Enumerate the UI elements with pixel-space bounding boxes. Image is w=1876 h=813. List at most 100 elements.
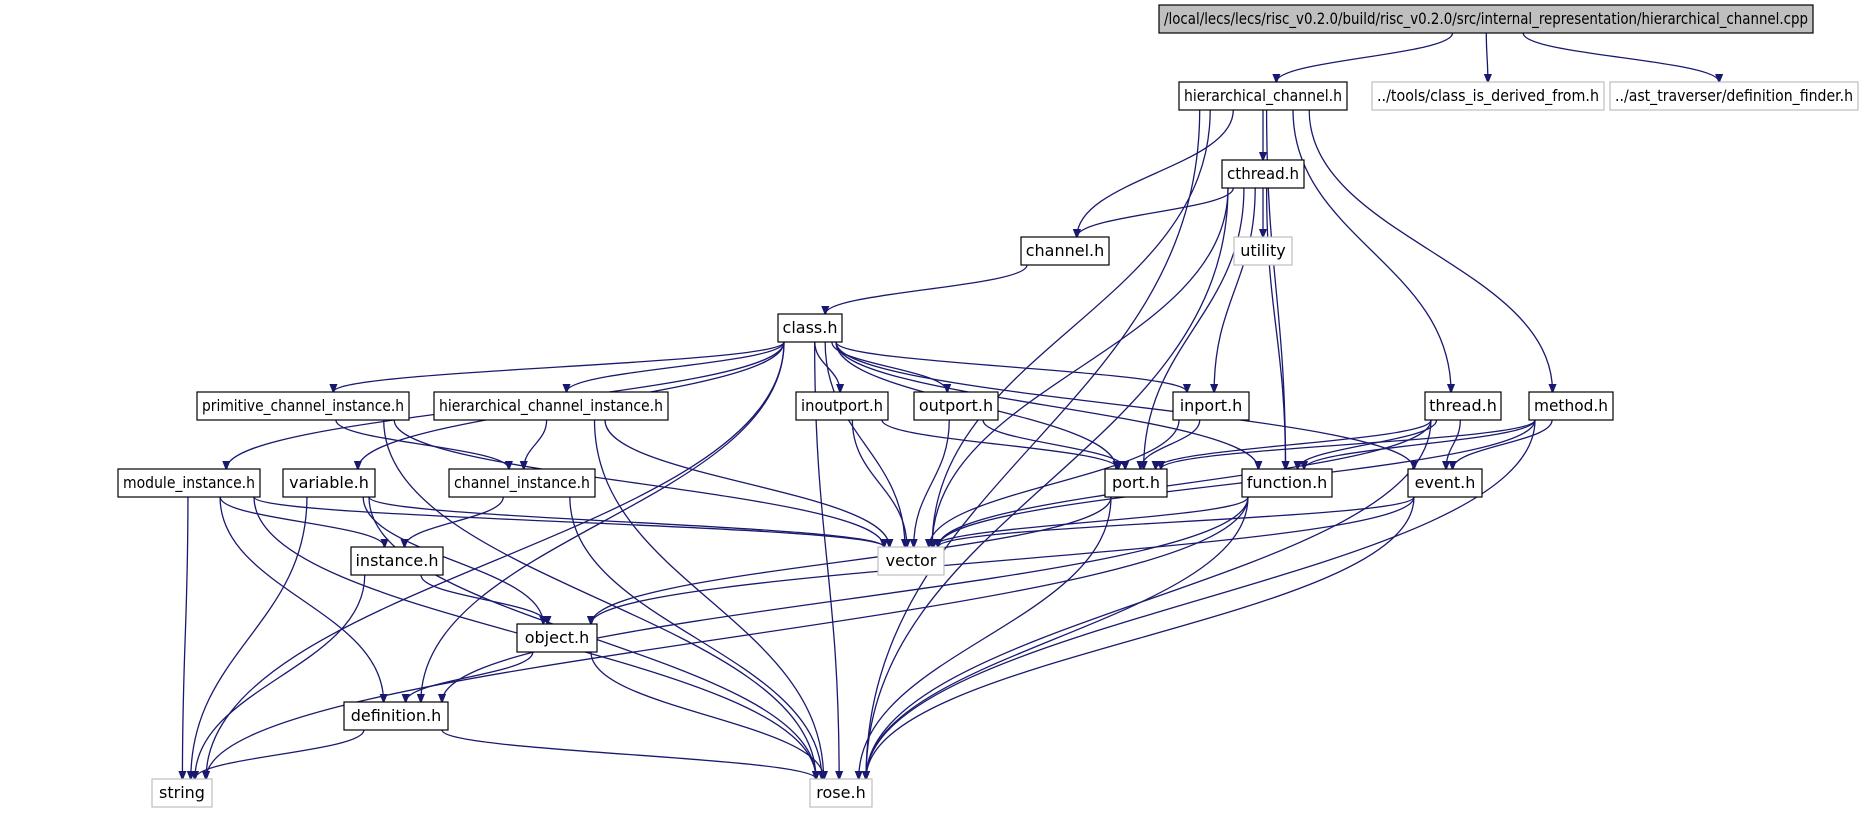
edge-port-h-to-object-h	[591, 496, 1112, 624]
edge-root-to-class-is-derived-from-h	[1486, 32, 1488, 82]
node-inport-h[interactable]: inport.h	[1172, 391, 1250, 421]
node-label: /local/lecs/lecs/risc_v0.2.0/build/risc_…	[1164, 9, 1808, 29]
node-box	[282, 468, 376, 498]
node-label: object.h	[525, 628, 590, 647]
edge-definition-h-to-string	[195, 729, 365, 779]
node-label: inoutport.h	[801, 396, 883, 415]
node-box	[1241, 468, 1333, 498]
file-nodes: /local/lecs/lecs/risc_v0.2.0/build/risc_…	[117, 4, 1859, 808]
node-box	[196, 391, 410, 421]
node-box	[1178, 81, 1348, 111]
node-box	[877, 546, 945, 576]
edge-class-h-to-outport-h	[831, 341, 947, 392]
edge-inport-h-to-vector	[929, 419, 1180, 547]
node-label: channel.h	[1026, 241, 1105, 260]
edge-class-h-to-hierarchical-channel-instance-h	[567, 341, 785, 392]
edge-method-h-to-event-h	[1453, 419, 1553, 469]
node-function-h[interactable]: function.h	[1241, 468, 1333, 498]
node-box	[1233, 236, 1293, 266]
node-vector: vector	[877, 546, 945, 576]
edge-class-h-to-inport-h	[835, 341, 1187, 392]
node-label: port.h	[1112, 473, 1160, 492]
node-box	[117, 468, 261, 498]
node-label: method.h	[1534, 396, 1608, 415]
edge-hierarchical-channel-h-to-method-h	[1308, 109, 1552, 392]
node-box	[913, 391, 999, 421]
edge-thread-h-to-vector	[938, 419, 1432, 547]
node-box	[151, 778, 213, 808]
edge-class-h-to-function-h	[835, 341, 1258, 469]
node-box	[1104, 468, 1168, 498]
node-label: rose.h	[816, 783, 865, 802]
node-hierarchical-channel-instance-h[interactable]: hierarchical_channel_instance.h	[433, 391, 669, 421]
node-box	[343, 701, 449, 731]
edge-instance-h-to-string	[195, 574, 366, 779]
edge-module-instance-h-to-vector	[253, 496, 884, 547]
node-label: module_instance.h	[123, 473, 255, 493]
node-method-h[interactable]: method.h	[1528, 391, 1614, 421]
edge-cthread-h-to-inport-h	[1214, 187, 1256, 392]
node-class-h[interactable]: class.h	[777, 313, 843, 343]
node-box	[1158, 4, 1814, 34]
edge-variable-h-to-vector	[368, 496, 884, 547]
edge-hierarchical-channel-instance-h-to-vector	[604, 419, 889, 547]
edge-class-h-to-definition-h	[421, 341, 785, 702]
node-box	[1221, 159, 1305, 189]
node-cthread-h[interactable]: cthread.h	[1221, 159, 1305, 189]
edge-root-to-definition-finder-h	[1522, 32, 1719, 82]
edge-variable-h-to-string	[191, 496, 308, 779]
edge-outport-h-to-port-h	[982, 419, 1125, 469]
node-utility: utility	[1233, 236, 1293, 266]
node-label: function.h	[1247, 473, 1328, 492]
node-label: vector	[886, 551, 937, 570]
edge-cthread-h-to-port-h	[1144, 187, 1245, 469]
node-label: cthread.h	[1227, 164, 1299, 183]
node-string: string	[151, 778, 213, 808]
edge-method-h-to-port-h	[1161, 419, 1536, 469]
node-root[interactable]: /local/lecs/lecs/risc_v0.2.0/build/risc_…	[1158, 4, 1814, 34]
node-box	[516, 623, 598, 653]
edge-class-h-to-event-h	[835, 341, 1414, 469]
node-variable-h[interactable]: variable.h	[282, 468, 376, 498]
node-label: event.h	[1415, 473, 1476, 492]
node-hierarchical-channel-h[interactable]: hierarchical_channel.h	[1178, 81, 1348, 111]
node-object-h[interactable]: object.h	[516, 623, 598, 653]
node-box	[1371, 81, 1605, 111]
edge-hierarchical-channel-instance-h-to-rose-h	[593, 419, 824, 779]
edge-module-instance-h-to-instance-h	[219, 496, 384, 547]
node-thread-h[interactable]: thread.h	[1424, 391, 1502, 421]
node-label: ../ast_traverser/definition_finder.h	[1615, 86, 1853, 106]
node-channel-h[interactable]: channel.h	[1020, 236, 1110, 266]
node-label: inport.h	[1180, 396, 1243, 415]
node-box	[777, 313, 843, 343]
node-channel-instance-h[interactable]: channel_instance.h	[448, 468, 596, 498]
edge-hierarchical-channel-h-to-rose-h	[866, 109, 1201, 779]
node-label: variable.h	[289, 473, 369, 492]
node-instance-h[interactable]: instance.h	[350, 546, 444, 576]
edge-cthread-h-to-channel-h	[1077, 187, 1234, 237]
edge-module-instance-h-to-definition-h	[219, 496, 384, 702]
node-module-instance-h[interactable]: module_instance.h	[117, 468, 261, 498]
edge-definition-h-to-rose-h	[441, 729, 816, 779]
node-box	[433, 391, 669, 421]
node-outport-h[interactable]: outport.h	[913, 391, 999, 421]
edge-method-h-to-vector	[938, 419, 1536, 547]
node-definition-finder-h: ../ast_traverser/definition_finder.h	[1609, 81, 1859, 111]
edge-inoutport-h-to-vector	[851, 419, 907, 547]
edge-module-instance-h-to-string	[182, 496, 189, 779]
edge-instance-h-to-object-h	[420, 574, 547, 624]
node-primitive-channel-instance-h[interactable]: primitive_channel_instance.h	[196, 391, 410, 421]
node-event-h[interactable]: event.h	[1407, 468, 1483, 498]
edge-method-h-to-function-h	[1304, 419, 1536, 469]
node-label: ../tools/class_is_derived_from.h	[1377, 86, 1599, 106]
node-definition-h[interactable]: definition.h	[343, 701, 449, 731]
edge-function-h-to-definition-h	[442, 496, 1249, 702]
node-box	[795, 391, 889, 421]
node-label: definition.h	[351, 706, 442, 725]
edge-variable-h-to-object-h	[362, 496, 543, 624]
node-label: hierarchical_channel_instance.h	[439, 396, 663, 416]
node-port-h[interactable]: port.h	[1104, 468, 1168, 498]
edge-primitive-channel-instance-h-to-vector	[393, 419, 884, 547]
node-inoutport-h[interactable]: inoutport.h	[795, 391, 889, 421]
